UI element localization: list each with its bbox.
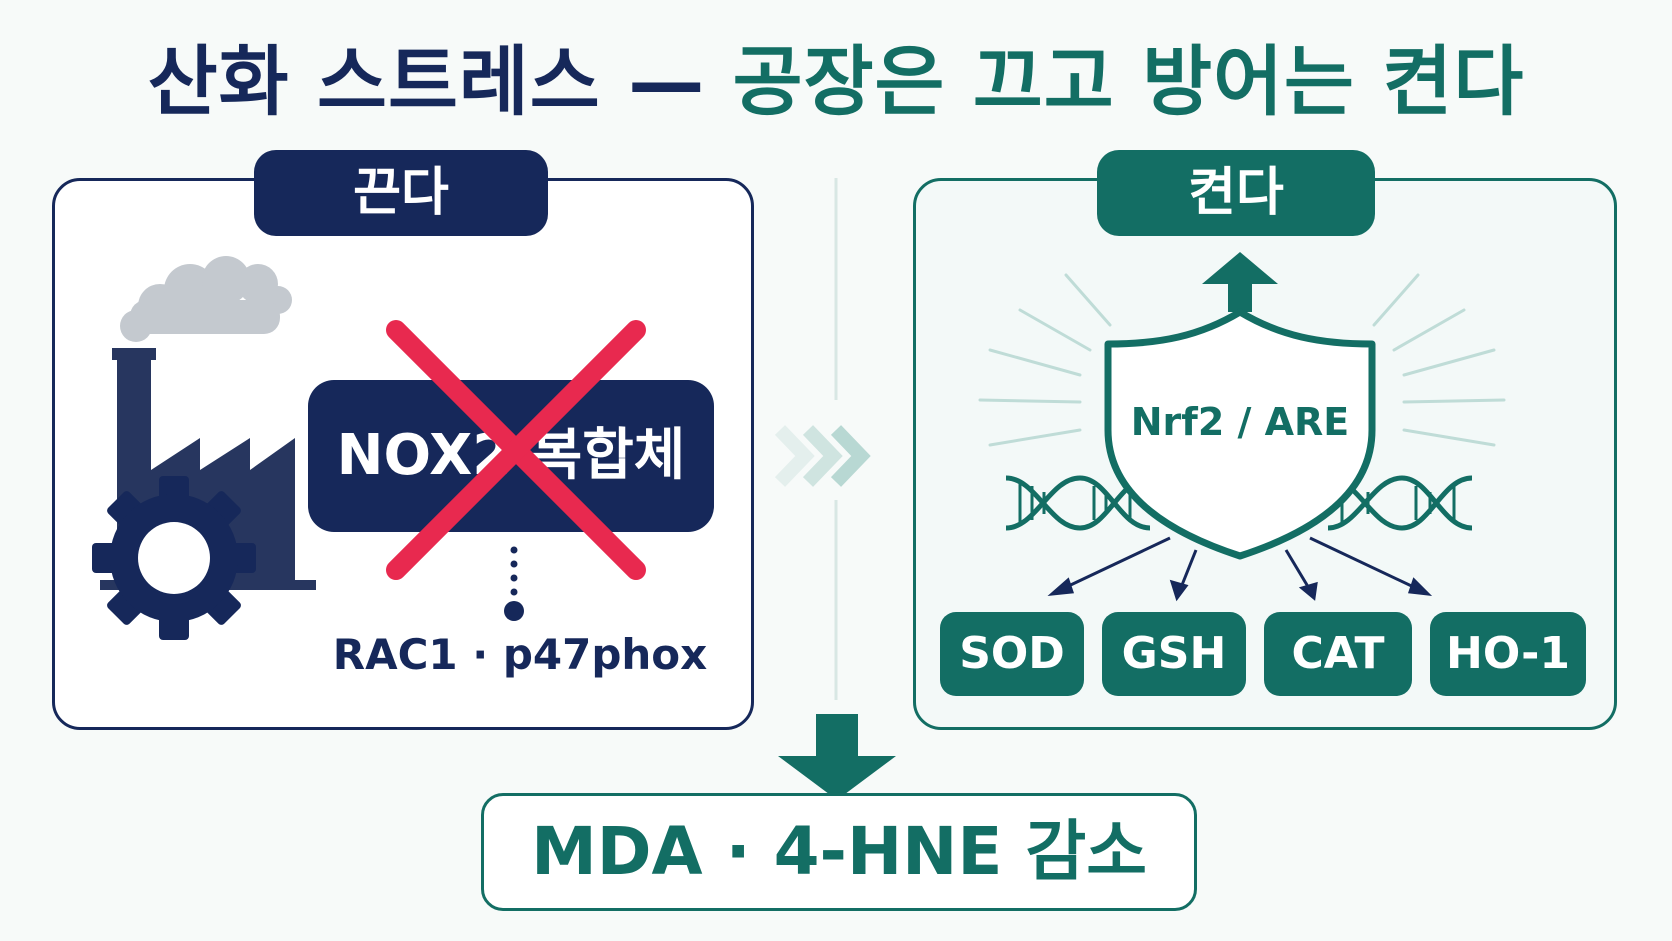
red-x-icon — [386, 320, 646, 580]
enzyme-cat: CAT — [1264, 612, 1412, 696]
smoke-icon — [120, 256, 292, 342]
shield-rays — [978, 273, 1506, 447]
shield-label: Nrf2 / ARE — [1130, 400, 1350, 444]
title-dash: — — [600, 37, 733, 126]
subunits-label: RAC1 · p47phox — [332, 630, 708, 679]
dotted-connector — [504, 546, 524, 621]
enzyme-ho1: HO-1 — [1430, 612, 1586, 696]
enzyme-gsh: GSH — [1102, 612, 1246, 696]
chevrons-icon — [774, 425, 871, 487]
off-label: 끈다 — [254, 150, 548, 236]
shield-icon — [1104, 308, 1376, 560]
result-box: MDA · 4-HNE 감소 — [481, 793, 1197, 911]
title-part1: 산화 스트레스 — [147, 37, 601, 126]
enzyme-sod: SOD — [940, 612, 1084, 696]
down-arrow-icon — [778, 714, 896, 800]
on-label: 켠다 — [1097, 150, 1375, 236]
enzyme-arrows — [1047, 536, 1433, 602]
up-arrow-icon — [1202, 252, 1278, 312]
page-title: 산화 스트레스 — 공장은 끄고 방어는 켠다 — [0, 20, 1672, 130]
gear-icon — [92, 476, 256, 640]
title-part2: 공장은 끄고 방어는 켠다 — [732, 37, 1525, 126]
